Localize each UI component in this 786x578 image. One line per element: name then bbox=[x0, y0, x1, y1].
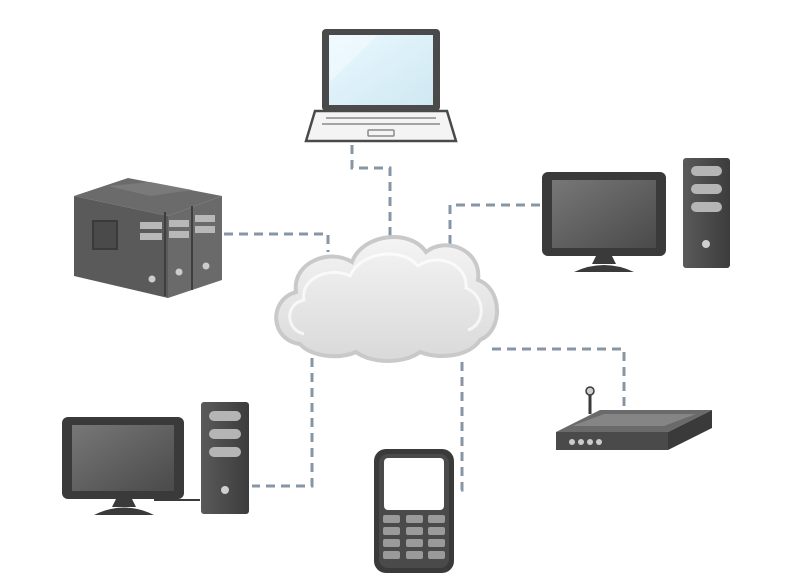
cloud-icon bbox=[274, 235, 499, 363]
server-rack-icon[interactable] bbox=[74, 178, 222, 298]
connectors bbox=[224, 145, 626, 492]
connector-desktop-right bbox=[448, 203, 540, 248]
router-icon[interactable] bbox=[556, 386, 712, 450]
connector-server bbox=[224, 232, 330, 252]
desktop-computer-icon-right[interactable] bbox=[542, 158, 730, 272]
mobile-phone-icon[interactable] bbox=[374, 449, 454, 573]
connector-laptop bbox=[350, 145, 392, 238]
laptop-icon[interactable] bbox=[304, 29, 458, 143]
desktop-computer-icon-left[interactable] bbox=[62, 402, 249, 515]
connector-router bbox=[492, 347, 626, 408]
connector-desktop-left bbox=[252, 358, 314, 488]
connector-phone bbox=[455, 362, 464, 492]
